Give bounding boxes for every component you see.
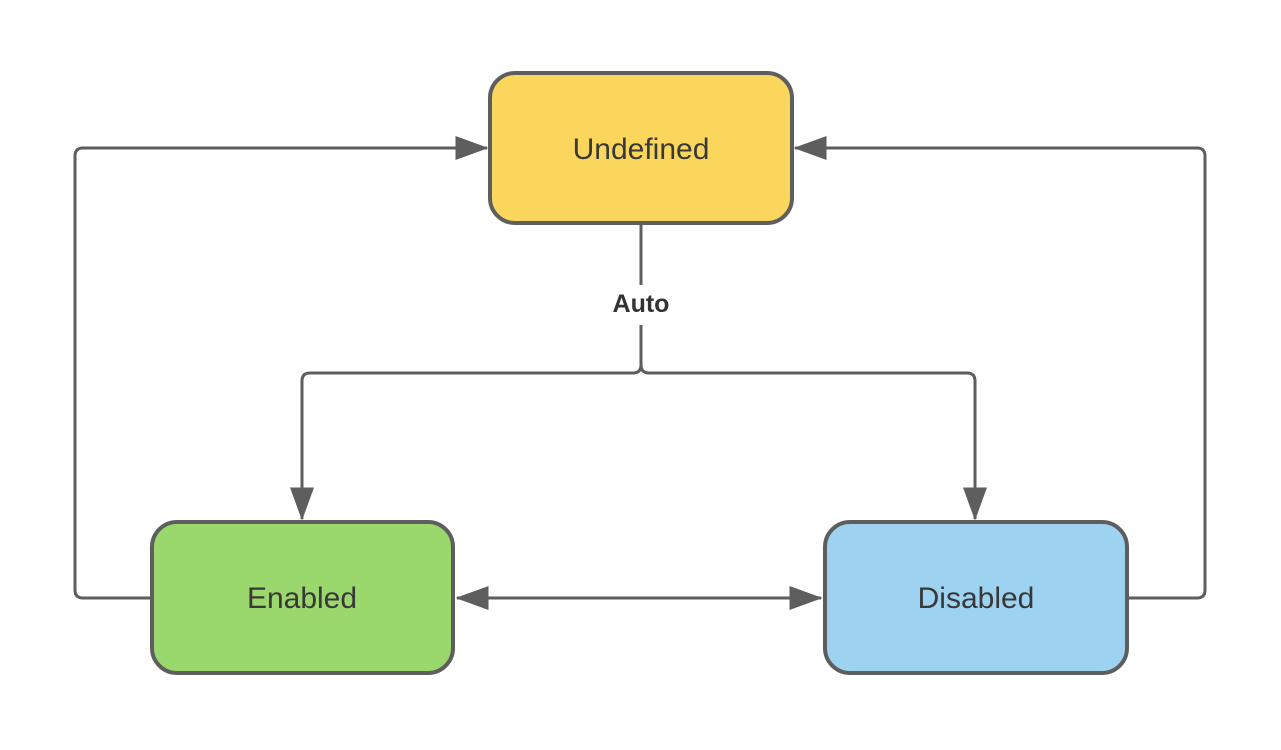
node-enabled-shape: [150, 520, 455, 675]
edge-label-auto: Auto: [613, 290, 670, 318]
node-enabled-label: Enabled: [247, 582, 357, 615]
edge-disabled-to-undefined: [793, 136, 1207, 600]
node-undefined-label: Undefined: [573, 133, 710, 166]
node-disabled-label: Disabled: [918, 582, 1035, 615]
node-undefined-shape: [488, 71, 794, 225]
node-disabled-shape: [823, 520, 1129, 675]
edge-auto-branch-disabled: [639, 325, 987, 521]
node-enabled: Enabled: [150, 520, 455, 675]
node-disabled: Disabled: [823, 520, 1129, 675]
edge-auto-branch-enabled: [290, 325, 643, 521]
node-undefined: Undefined: [488, 71, 794, 225]
edge-enabled-to-undefined: [73, 136, 489, 600]
